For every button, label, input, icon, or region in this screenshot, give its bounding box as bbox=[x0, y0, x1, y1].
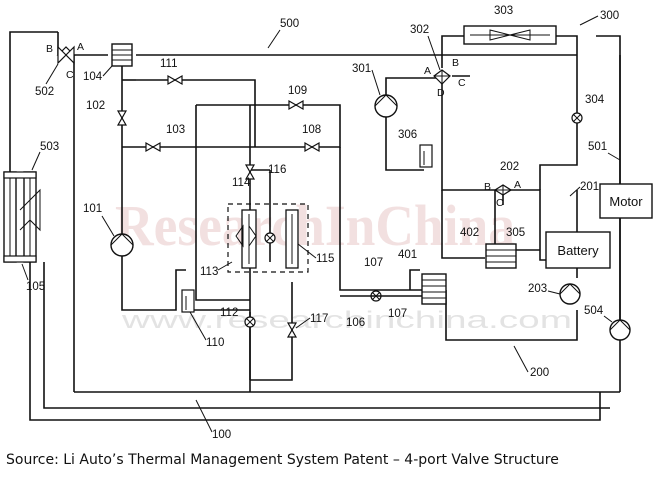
dashed-box-113 bbox=[227, 203, 309, 273]
ref-110: 110 bbox=[206, 337, 224, 349]
ref-306: 306 bbox=[398, 129, 417, 141]
tank-306 bbox=[419, 144, 433, 168]
ref-304: 304 bbox=[585, 94, 605, 106]
port-302-c: C bbox=[458, 77, 466, 89]
ref-101: 101 bbox=[83, 203, 102, 215]
watermark-text: ResearchInChina bbox=[115, 193, 515, 258]
valve-port-letters: B A C A B C D B A C bbox=[46, 41, 521, 209]
ref-300: 300 bbox=[600, 10, 619, 22]
battery-box: Battery bbox=[545, 231, 611, 269]
heat-exchanger-104 bbox=[111, 43, 133, 67]
loop-200-pipes bbox=[409, 176, 578, 341]
ref-117: 117 bbox=[310, 313, 328, 325]
ref-102: 102 bbox=[86, 100, 105, 112]
valve-304 bbox=[571, 112, 583, 124]
four-port-valve-302 bbox=[433, 69, 451, 85]
ref-104: 104 bbox=[83, 71, 103, 83]
ref-114: 114 bbox=[232, 177, 251, 189]
ref-112: 112 bbox=[220, 307, 238, 319]
watermark-url: www.researchinchina.com bbox=[120, 307, 572, 334]
ref-106: 106 bbox=[346, 317, 365, 329]
port-202-a: A bbox=[514, 179, 521, 191]
reference-labels: 500 300 303 302 301 304 306 501 202 201 … bbox=[21, 5, 621, 440]
ref-302: 302 bbox=[410, 24, 429, 36]
ref-113: 113 bbox=[200, 266, 218, 278]
pump-504 bbox=[609, 319, 631, 341]
ref-103: 103 bbox=[166, 124, 185, 136]
ref-202: 202 bbox=[500, 161, 519, 173]
ref-301: 301 bbox=[352, 63, 371, 75]
heat-exchanger-402 bbox=[485, 243, 517, 269]
heat-exchanger-401 bbox=[421, 273, 447, 305]
tank-110 bbox=[181, 289, 195, 313]
ref-201: 201 bbox=[580, 181, 599, 193]
ref-500: 500 bbox=[280, 18, 299, 30]
port-202-b: B bbox=[484, 181, 491, 193]
ref-105: 105 bbox=[26, 281, 45, 293]
pump-301 bbox=[374, 94, 398, 118]
radiator-105 bbox=[3, 171, 41, 263]
ref-100: 100 bbox=[212, 429, 231, 440]
ref-116: 116 bbox=[268, 164, 286, 176]
ref-305: 305 bbox=[506, 227, 525, 239]
ref-401: 401 bbox=[398, 249, 417, 261]
ref-203: 203 bbox=[528, 283, 547, 295]
ref-111: 111 bbox=[160, 58, 177, 70]
motor-label: Motor bbox=[609, 194, 643, 209]
valve-502 bbox=[56, 45, 76, 65]
ref-402: 402 bbox=[460, 227, 479, 239]
battery-label: Battery bbox=[557, 243, 599, 258]
port-202-c: C bbox=[496, 197, 504, 209]
port-302-b: B bbox=[452, 57, 459, 69]
ref-200: 200 bbox=[530, 367, 549, 379]
three-port-valve-202 bbox=[493, 184, 513, 196]
heat-exchanger-303 bbox=[463, 25, 557, 45]
ref-504: 504 bbox=[584, 305, 604, 317]
ref-115: 115 bbox=[316, 253, 334, 265]
port-302-d: D bbox=[437, 87, 445, 99]
motor-box: Motor bbox=[599, 183, 653, 219]
source-caption: Source: Li Auto’s Thermal Management Sys… bbox=[6, 452, 559, 468]
pump-101 bbox=[110, 233, 134, 257]
ref-502: 502 bbox=[35, 86, 54, 98]
pump-203 bbox=[559, 283, 581, 305]
thermal-management-diagram: ResearchInChina www.researchinchina.com bbox=[3, 5, 653, 440]
ref-501: 501 bbox=[588, 141, 607, 153]
port-502-a: A bbox=[77, 41, 84, 53]
ref-107-a: 107 bbox=[364, 257, 383, 269]
port-302-a: A bbox=[424, 65, 431, 77]
ref-108: 108 bbox=[302, 124, 321, 136]
ref-303: 303 bbox=[494, 5, 513, 17]
port-502-b: B bbox=[46, 43, 53, 55]
ref-109: 109 bbox=[288, 85, 307, 97]
loop-300-pipes bbox=[385, 35, 578, 190]
port-502-c: C bbox=[66, 69, 74, 81]
ref-503: 503 bbox=[40, 141, 59, 153]
ref-107-b: 107 bbox=[388, 308, 407, 320]
